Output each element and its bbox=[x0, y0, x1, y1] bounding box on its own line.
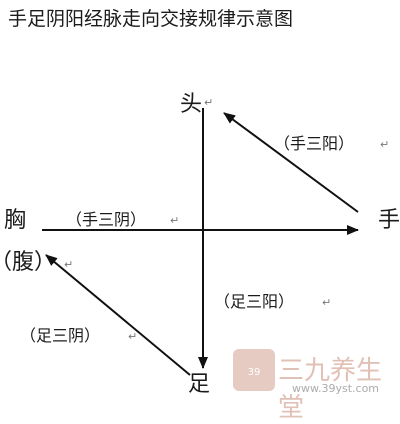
diagram-title: 手足阴阳经脉走向交接规律示意图 bbox=[8, 8, 294, 30]
node-abdomen: （腹） bbox=[0, 250, 57, 275]
arrow-hand-to-head bbox=[223, 112, 359, 213]
arrow-foot-to-abdomen bbox=[45, 254, 191, 376]
label-foot-three-yin: （足三阴） bbox=[20, 326, 101, 345]
node-foot: 足 bbox=[188, 372, 211, 397]
paragraph-mark: ↵ bbox=[380, 138, 390, 151]
paragraph-mark: ↵ bbox=[170, 214, 180, 227]
watermark-logo: 39 bbox=[233, 349, 275, 391]
svg-text:39: 39 bbox=[248, 367, 261, 378]
flow-diagram bbox=[42, 108, 359, 376]
paragraph-mark: ↵ bbox=[64, 258, 74, 271]
paragraph-mark: ↵ bbox=[322, 296, 332, 309]
paragraph-mark: ↵ bbox=[204, 96, 214, 109]
node-head: 头 bbox=[180, 92, 203, 117]
paragraph-mark: ↵ bbox=[128, 330, 138, 343]
label-foot-three-yang: （足三阳） bbox=[214, 292, 295, 311]
watermark-url: www.39yst.com bbox=[292, 382, 380, 395]
label-hand-three-yin: （手三阴） bbox=[66, 210, 147, 229]
label-hand-three-yang: （手三阳） bbox=[274, 134, 355, 153]
node-chest: 胸 bbox=[4, 208, 27, 233]
node-hand: 手 bbox=[378, 208, 400, 233]
